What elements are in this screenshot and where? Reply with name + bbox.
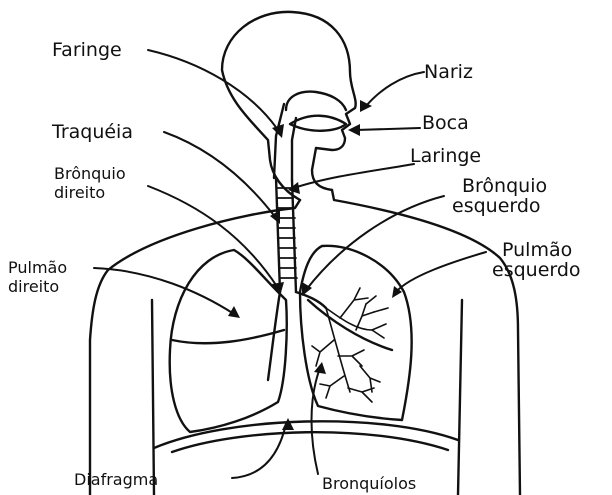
arrowhead-diafragma (282, 418, 294, 430)
label-nariz: Nariz (424, 62, 473, 82)
label-traqueia: Traquéia (52, 122, 133, 142)
right-bronchus (268, 292, 280, 380)
label-bronquio-direito-line1: Brônquio (54, 164, 126, 183)
label-pulmao-direito: Pulmão direito (8, 258, 67, 296)
left-lung-fissure (308, 300, 392, 350)
label-diafragma: Diafragma (74, 470, 158, 489)
label-laringe: Laringe (410, 146, 481, 166)
leader-boca (356, 128, 420, 130)
leader-traqueia (164, 132, 276, 218)
leader-faringe (148, 50, 278, 130)
label-pulmao-direito-line2: direito (8, 277, 67, 296)
label-pulmao-esquerdo-line1: Pulmão (492, 240, 581, 260)
label-boca: Boca (422, 113, 469, 133)
leader-diafragma (232, 424, 286, 478)
right-lung-fissure (172, 330, 284, 343)
diaphragm-inner (172, 432, 448, 452)
pharynx (274, 104, 284, 178)
label-pulmao-esquerdo-line2: esquerdo (492, 260, 581, 280)
label-bronquio-esquerdo-line2: esquerdo (452, 196, 547, 216)
pharynx-back (292, 118, 296, 180)
arrowhead-faringe (272, 124, 284, 138)
label-bronquio-direito: Brônquio direito (54, 164, 126, 202)
left-lung (300, 246, 412, 420)
right-arm-inner-line (458, 300, 462, 495)
leader-pulmao-direito (94, 268, 234, 314)
label-bronquio-esquerdo-line1: Brônquio (452, 176, 547, 196)
leader-bronquio-esquerdo (306, 196, 444, 290)
label-pulmao-direito-line1: Pulmão (8, 258, 67, 277)
label-bronquio-direito-line2: direito (54, 183, 126, 202)
arrowhead-boca (348, 124, 360, 136)
label-faringe: Faringe (52, 40, 122, 60)
oral-cavity (290, 116, 346, 131)
leader-pulmao-esquerdo (396, 252, 486, 292)
head-outline (222, 12, 356, 200)
left-shoulder-outline (90, 200, 300, 495)
label-pulmao-esquerdo: Pulmão esquerdo (492, 240, 581, 280)
left-arm-inner-line (152, 300, 154, 495)
label-bronquiolos: Bronquíolos (322, 474, 416, 493)
leader-nariz (366, 72, 424, 106)
label-bronquio-esquerdo: Brônquio esquerdo (452, 176, 547, 216)
trachea-left-wall (276, 178, 280, 292)
nasal-cavity (286, 92, 346, 110)
